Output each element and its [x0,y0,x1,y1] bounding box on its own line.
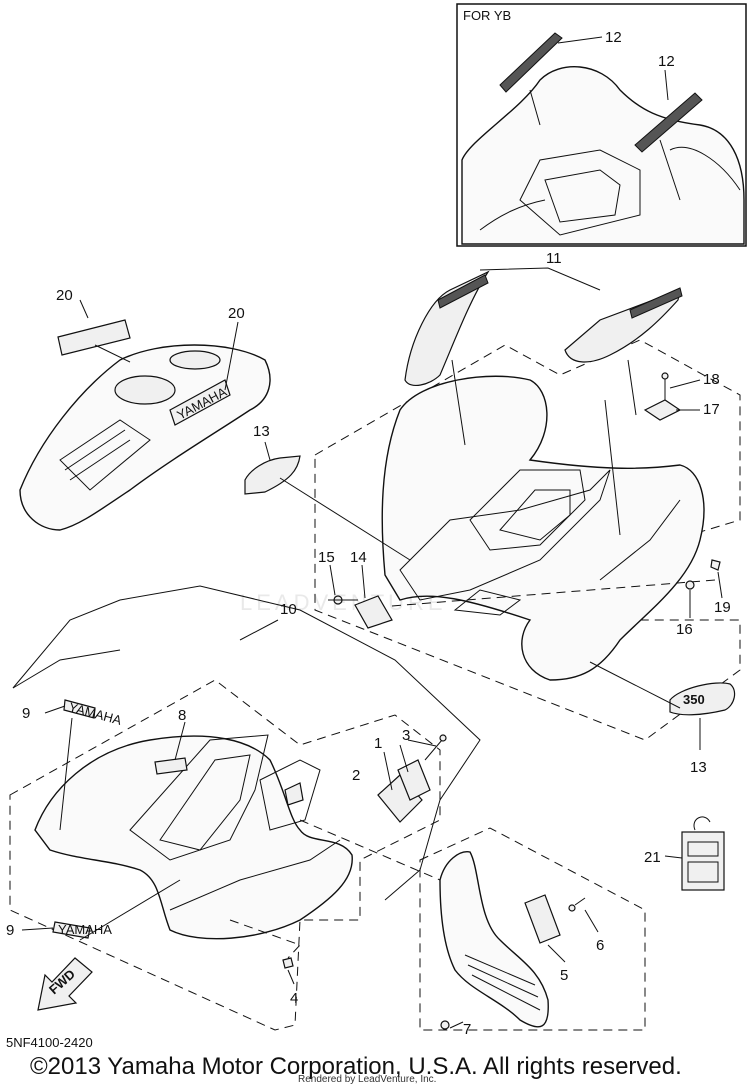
plate-5 [524,894,561,944]
fuel-tank-cover [19,344,271,531]
inset-decal-12-left [499,32,563,93]
fwd-arrow: FWD [37,957,93,1011]
inset-title: FOR YB [463,8,511,23]
callout-5: 5 [560,967,568,984]
plate-17 [643,399,682,421]
mud-flap-group: 6 5 7 [299,819,646,1038]
front-fender-body [34,735,353,940]
rear-fender-body [381,375,705,681]
bolt-6 [574,897,586,906]
callout-14: 14 [350,549,367,566]
copyright-text: ©2013 Yamaha Motor Corporation, U.S.A. A… [30,1053,682,1080]
front-fender-dash-boundary [9,679,441,1031]
decal-9-upper-text: YAMAHA [67,699,123,728]
decal-9-lower [52,921,91,939]
callout-6: 6 [596,937,604,954]
callout-7: 7 [463,1021,471,1038]
callout-4: 4 [290,990,298,1007]
decal-9-lower-text: YAMAHA [58,922,112,937]
callout-13b: 13 [690,759,707,776]
inset-frame [456,3,747,247]
callout-11: 11 [546,250,562,267]
inset-storage-well [519,149,641,236]
rear-side-decal-11-left [404,270,490,387]
callout-21: 21 [644,849,661,866]
emblem-13 [669,682,736,716]
clip-19 [710,559,721,571]
rear-fender-group: 11 18 17 13 15 14 19 16 [244,250,741,741]
fwd-arrow-shape [37,957,93,1011]
callout-9a: 9 [22,705,30,722]
callout-8: 8 [178,707,186,724]
plate-2 [377,774,423,823]
plate-1 [397,759,431,801]
emblem-350: 350 13 [589,661,736,776]
front-fender-outline-10 [12,585,481,901]
decal-13-upper [244,455,301,495]
callout-16: 16 [676,621,693,638]
callout-12a: 12 [605,29,622,46]
callout-19: 19 [714,599,731,616]
mud-flap [439,851,549,1028]
rear-fender-storage [399,469,611,601]
nut-4 [282,957,294,969]
callout-20a: 20 [56,287,73,304]
fuel-tank-cover-group: YAMAHA 20 20 [19,287,271,531]
callout-9b: 9 [6,922,14,939]
callout-10: 10 [280,601,297,618]
callout-12b: 12 [658,53,675,70]
nut-7 [440,1020,450,1030]
front-fender-group: 10 8 YAMAHA 9 YAMAHA 9 1 2 3 [6,585,481,1031]
tank-decal-20 [169,379,231,426]
rendered-by-text: Rendered by LeadVenture, Inc. [298,1074,436,1084]
inset-decal-12-right [634,92,703,153]
callout-20b: 20 [228,305,245,322]
emblem-text: 350 [683,692,705,707]
callout-1: 1 [374,735,382,752]
inset-for-yb: FOR YB 12 12 [456,3,747,247]
bolt-3 [424,739,443,761]
callout-18: 18 [703,371,720,388]
diagram-code: 5NF4100-2420 [6,1035,93,1050]
mud-flap-dash-boundary [419,827,646,1031]
callout-13a: 13 [253,423,270,440]
plate-14 [354,595,393,629]
inset-rear-fender [461,66,745,245]
tank-cap-opening [169,350,221,370]
callout-17: 17 [703,401,720,418]
nut-16 [685,580,695,590]
decal-20-separate [57,319,131,356]
tag-21-group: 21 [644,816,725,891]
callout-15: 15 [318,549,335,566]
callout-3: 3 [402,727,410,744]
callout-2: 2 [352,767,360,784]
